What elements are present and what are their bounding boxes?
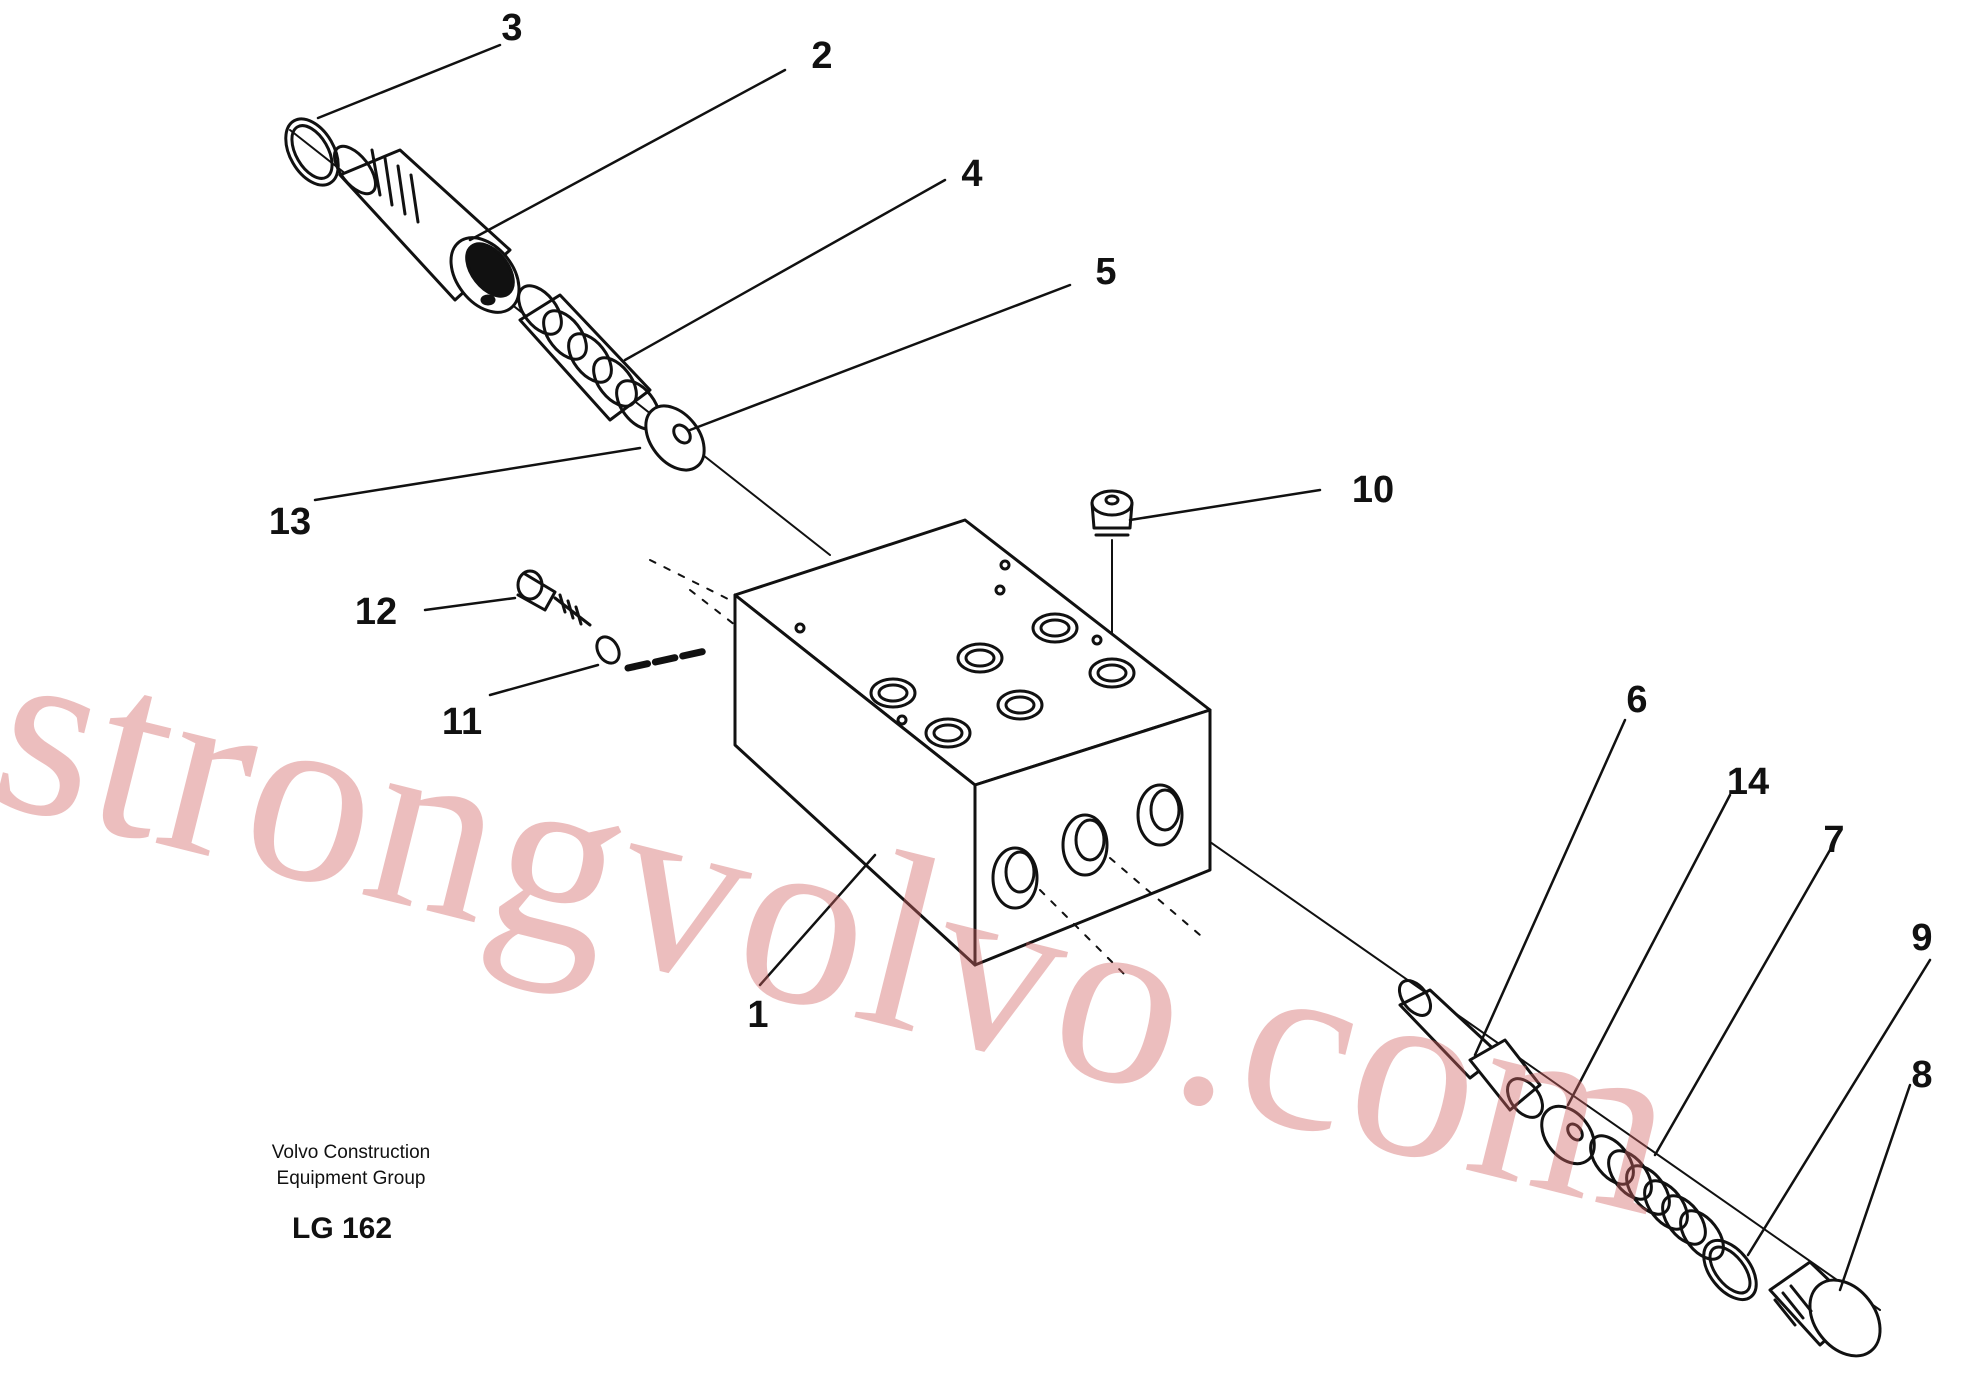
- callout-12: 12: [354, 591, 398, 633]
- part-6-piston: [1397, 979, 1544, 1119]
- part-7-spring: [1589, 1134, 1725, 1261]
- callout-14: 14: [1726, 761, 1770, 803]
- callout-13: 13: [268, 501, 312, 543]
- part-14-washer: [1540, 1104, 1596, 1166]
- callout-4: 4: [961, 153, 983, 195]
- part-8-end-plug: [1768, 1260, 1882, 1358]
- part-12-screw: [516, 569, 592, 627]
- callout-3: 3: [501, 7, 523, 49]
- publisher-label: Volvo Construction Equipment Group: [236, 1140, 466, 1192]
- part-9-o-ring: [1702, 1239, 1758, 1301]
- part-11-washer: [595, 635, 714, 672]
- leader-lines: [313, 43, 1932, 1292]
- callout-5: 5: [1095, 251, 1117, 293]
- callout-8: 8: [1911, 1054, 1933, 1096]
- callout-7: 7: [1823, 819, 1845, 861]
- callout-9: 9: [1911, 917, 1933, 959]
- callout-6: 6: [1626, 679, 1648, 721]
- part-4-spool: [517, 284, 661, 431]
- part-5-washer: [644, 404, 706, 472]
- callout-2: 2: [811, 35, 833, 77]
- callout-11: 11: [441, 701, 483, 743]
- callout-1: 1: [747, 994, 769, 1036]
- callout-10: 10: [1351, 469, 1395, 511]
- part-1-valve-block: [649, 518, 1212, 976]
- publisher-line-1: Volvo Construction: [271, 1142, 431, 1163]
- diagram-reference: LG 162: [292, 1212, 393, 1245]
- publisher-line-2: Equipment Group: [276, 1168, 426, 1189]
- part-3-o-ring: [284, 117, 340, 187]
- part-2-sleeve: [333, 144, 521, 314]
